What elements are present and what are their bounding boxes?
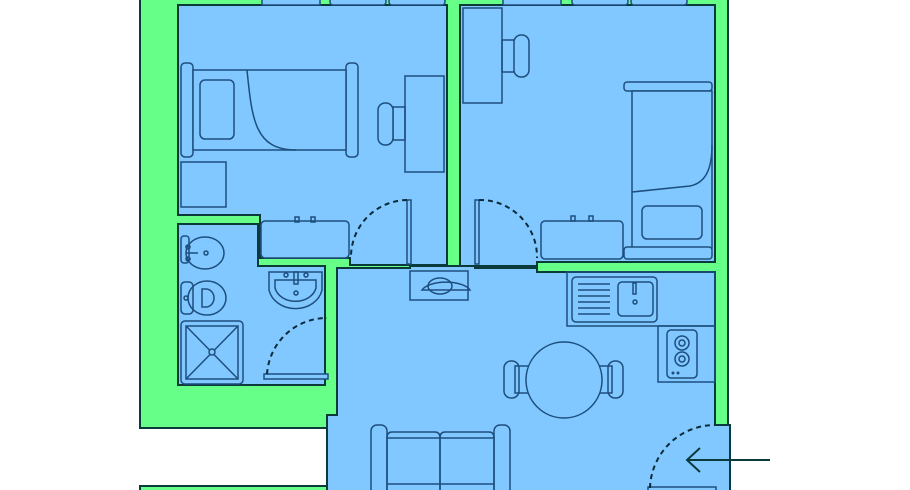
desk-2 <box>462 7 530 104</box>
arrow-left-icon <box>685 447 770 473</box>
bidet <box>180 235 225 270</box>
kitchen-counter <box>566 271 716 327</box>
outer-wall-bottom-left <box>139 485 331 490</box>
radiator <box>409 270 472 301</box>
shower <box>180 320 244 385</box>
windows <box>261 0 688 6</box>
toilet <box>180 280 227 316</box>
door-bathroom[interactable] <box>263 316 329 380</box>
dining-table <box>503 341 624 419</box>
door-bedroom-1[interactable] <box>349 199 412 265</box>
door-bedroom-2[interactable] <box>474 198 539 265</box>
washbasin <box>268 271 323 310</box>
bathroom-floor <box>177 223 326 386</box>
sofa <box>370 424 511 490</box>
wardrobe-2 <box>540 215 624 260</box>
nightstand-1 <box>180 161 227 208</box>
wardrobe-1 <box>260 216 350 259</box>
stove <box>657 325 716 383</box>
desk-1 <box>377 75 445 173</box>
bed-1 <box>180 62 359 158</box>
bed-2 <box>623 81 713 260</box>
